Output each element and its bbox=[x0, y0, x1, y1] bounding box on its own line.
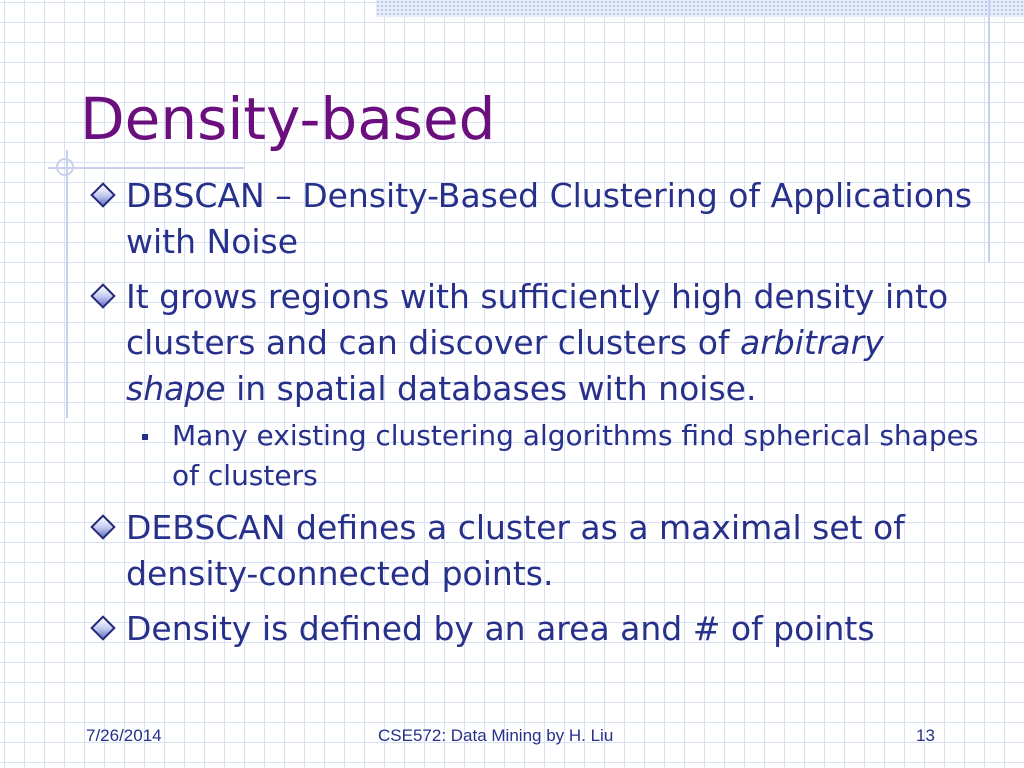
bullet-grows-regions: It grows regions with sufficiently high … bbox=[86, 274, 986, 412]
bullet-text-emphasis: arbitrary shape bbox=[126, 323, 884, 408]
slide-body: DBSCAN – Density-Based Clustering of App… bbox=[86, 173, 986, 661]
top-decorative-band bbox=[376, 0, 1024, 17]
right-decorative-rule bbox=[988, 0, 990, 262]
diamond-bullet-icon bbox=[90, 514, 116, 540]
bullet-density-defined: Density is defined by an area and # of p… bbox=[86, 606, 986, 652]
bullet-text-before: It grows regions with sufficiently high … bbox=[126, 277, 949, 362]
bullet-text: DBSCAN – Density-Based Clustering of App… bbox=[126, 176, 973, 261]
diamond-bullet-icon bbox=[90, 283, 116, 309]
title-underline-rule bbox=[48, 167, 244, 169]
diamond-bullet-icon bbox=[90, 615, 116, 641]
square-bullet-icon bbox=[142, 434, 148, 440]
bullet-text: Density is defined by an area and # of p… bbox=[126, 609, 875, 648]
sub-bullet-spherical: Many existing clustering algorithms find… bbox=[86, 416, 986, 496]
footer-course-title: CSE572: Data Mining by H. Liu bbox=[378, 726, 614, 745]
bullet-text-after: in spatial databases with noise. bbox=[225, 369, 757, 408]
footer-page-number: 13 bbox=[916, 726, 935, 745]
slide-title: Density-based bbox=[80, 85, 496, 153]
bullet-dbscan: DBSCAN – Density-Based Clustering of App… bbox=[86, 173, 986, 265]
rule-circle-mark bbox=[56, 158, 74, 176]
sub-bullet-text: Many existing clustering algorithms find… bbox=[172, 419, 979, 492]
bullet-text: DEBSCAN defines a cluster as a maximal s… bbox=[126, 508, 905, 593]
bullet-debscan-defines: DEBSCAN defines a cluster as a maximal s… bbox=[86, 505, 986, 597]
footer-date: 7/26/2014 bbox=[86, 726, 162, 745]
diamond-bullet-icon bbox=[90, 182, 116, 208]
left-decorative-rule bbox=[66, 150, 68, 418]
